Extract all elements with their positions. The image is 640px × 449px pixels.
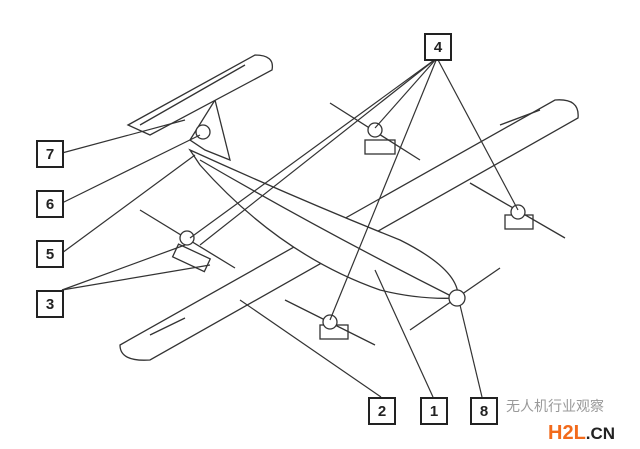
rotor-front-right: [329, 102, 421, 161]
label-3: 3: [36, 290, 64, 318]
watermark-brand-main: H2L: [548, 422, 586, 444]
front-left-boom: [171, 243, 212, 273]
tail-wing-detail: [139, 64, 246, 126]
rotor-rear-left: [284, 299, 376, 346]
label-5: 5: [36, 240, 64, 268]
rotor-front-left: [139, 209, 236, 269]
tail-wing: [126, 54, 274, 136]
watermark-text: 无人机行业观察: [506, 398, 604, 414]
label-2: 2: [368, 397, 396, 425]
tail-motor: [195, 124, 211, 140]
fuselage-line: [199, 159, 456, 299]
wing-detail: [149, 109, 541, 336]
watermark-brand: H2L.CN: [548, 421, 615, 446]
fuselage: [188, 148, 459, 299]
pusher-propeller: [409, 267, 501, 331]
rotor-rear-right: [469, 182, 566, 239]
label-6: 6: [36, 190, 64, 218]
leader-lines: [61, 57, 519, 398]
label-7: 7: [36, 140, 64, 168]
label-8: 8: [470, 397, 498, 425]
label-1: 1: [420, 397, 448, 425]
front-right-boom: [364, 139, 396, 155]
watermark-brand-suffix: .CN: [585, 424, 616, 443]
label-4: 4: [424, 33, 452, 61]
